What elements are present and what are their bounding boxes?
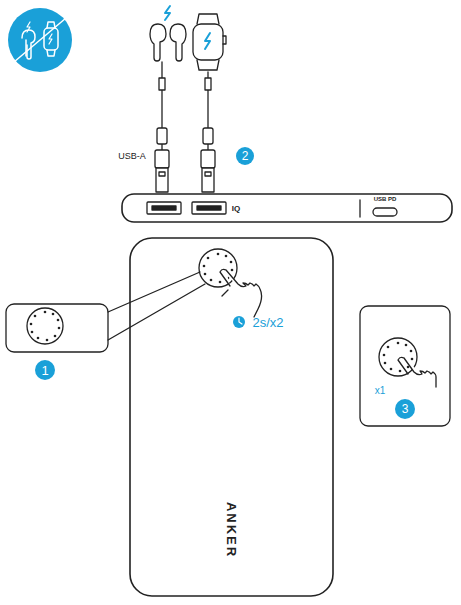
callout-number: 1 [41, 364, 48, 377]
brand-logo: ANKER [225, 502, 238, 558]
port-label: IQ [232, 205, 240, 213]
callout-number: 2 [242, 150, 249, 162]
press-instruction: x1 [375, 386, 386, 396]
port-label: USB PD [374, 196, 397, 202]
press-instruction: 2s/x2 [252, 316, 283, 329]
port-label: USB-A [118, 152, 146, 161]
callout-number: 3 [402, 403, 409, 415]
